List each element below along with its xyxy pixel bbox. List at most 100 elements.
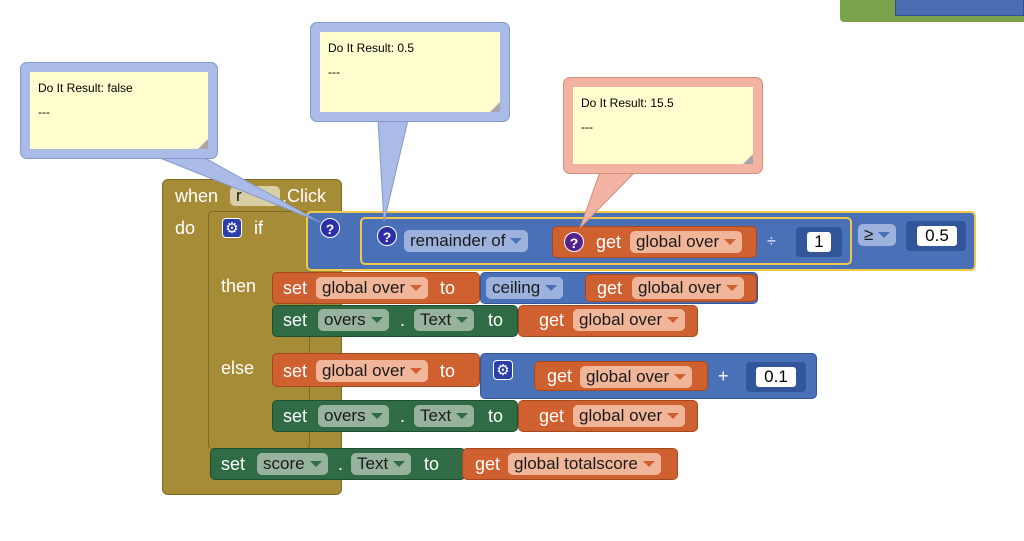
comment-title: Do It Result: 15.5 [581,96,674,110]
set-label: set [283,361,308,381]
chevron-down-icon [878,232,891,238]
property-name: Text [420,406,452,425]
property-dropdown[interactable]: Text [351,453,412,475]
remainder-warning-icon[interactable]: ? [377,226,397,246]
to-label: to [424,454,440,474]
event-component-name: r [236,186,242,205]
chevron-down-icon [370,413,383,419]
variable-dropdown[interactable]: global over [630,231,743,253]
to-label: to [440,278,456,298]
set-label: set [283,278,308,298]
chevron-down-icon [370,317,383,323]
comment-title: Do It Result: false [38,81,133,95]
variable-name: global over [579,406,663,425]
ceiling-text: ceiling [492,278,541,297]
compare-warning-icon[interactable]: ? [320,218,340,238]
if-mutator-gear-icon[interactable]: ⚙ [222,218,242,238]
set-label: set [221,454,246,474]
chevron-down-icon [410,285,423,291]
compare-operator-text: ≥ [864,225,874,244]
resize-handle-icon[interactable] [198,139,208,149]
set-component-property-block[interactable] [210,448,466,480]
component-dropdown[interactable]: overs [318,309,389,331]
property-dropdown[interactable]: Text [414,405,475,427]
resize-handle-icon[interactable] [743,154,753,164]
comment-body: Do It Result: 0.5 --- [320,32,500,112]
then-label: then [221,276,257,296]
chevron-down-icon [410,368,423,374]
variable-dropdown[interactable]: global over [573,405,686,427]
event-component-dropdown[interactable]: r [230,186,280,206]
get-label: get [547,366,573,386]
to-label: to [488,406,504,426]
variable-dropdown[interactable]: global over [573,309,686,331]
set-label: set [283,406,308,426]
comment-text: --- [38,105,50,119]
partial-block-blue[interactable] [895,0,1024,16]
to-label: to [488,310,504,330]
set-label: set [283,310,308,330]
divide-symbol: ÷ [767,233,776,250]
chevron-down-icon [393,461,406,467]
variable-name: global over [638,278,722,297]
set-component-property-block[interactable] [272,400,518,432]
dot-separator: . [338,454,344,474]
comment-half-result[interactable]: Do It Result: 0.5 --- [310,22,510,122]
chevron-down-icon [642,461,655,467]
set-component-property-block[interactable] [272,305,518,337]
variable-dropdown[interactable]: global totalscore [508,453,661,475]
chevron-down-icon [309,461,322,467]
get-label: get [475,454,501,474]
comment-false-result[interactable]: Do It Result: false --- [20,62,218,159]
chevron-down-icon [726,285,739,291]
chevron-down-icon [667,317,680,323]
compare-operator-dropdown[interactable]: ≥ [858,224,897,246]
variable-dropdown[interactable]: global over [632,277,745,299]
chevron-down-icon [510,238,523,244]
set-variable-dropdown[interactable]: global over [316,277,429,299]
addition-mutator-gear-icon[interactable]: ⚙ [493,360,513,380]
chevron-down-icon [545,285,558,291]
set-variable-name: global over [322,361,406,380]
get-label: get [597,278,623,298]
if-label: if [254,218,263,238]
divisor-number-field[interactable]: 1 [806,231,832,253]
ceiling-dropdown[interactable]: ceiling [486,277,564,299]
variable-dropdown[interactable]: global over [580,366,693,388]
variable-name: global over [586,367,670,386]
comment-title: Do It Result: 0.5 [328,41,415,55]
chevron-down-icon [724,239,737,245]
get-label: get [539,406,565,426]
component-name: overs [324,310,366,329]
variable-name: global over [636,232,720,251]
chevron-down-icon [456,317,469,323]
component-dropdown[interactable]: overs [318,405,389,427]
half-result-pointer [377,119,409,223]
property-dropdown[interactable]: Text [414,309,475,331]
get-label: get [539,310,565,330]
get-label: get [596,232,622,252]
comment-text: --- [328,65,340,79]
addend-number-field[interactable]: 0.1 [755,366,797,388]
remainder-operator-text: remainder of [410,231,506,250]
comment-fifteen-result[interactable]: Do It Result: 15.5 --- [563,77,763,174]
remainder-operator-dropdown[interactable]: remainder of [404,230,529,252]
variable-name: global over [579,310,663,329]
chevron-down-icon [667,413,680,419]
chevron-down-icon [456,413,469,419]
component-dropdown[interactable]: score [257,453,328,475]
else-label: else [221,358,255,378]
get-warning-icon[interactable]: ? [564,232,584,252]
event-name: .Click [282,186,326,206]
resize-handle-icon[interactable] [490,102,500,112]
comment-text: --- [581,120,593,134]
chevron-down-icon [674,374,687,380]
set-variable-dropdown[interactable]: global over [316,360,429,382]
dot-separator: . [400,406,406,426]
compare-value-field[interactable]: 0.5 [916,225,958,247]
dot-separator: . [400,310,406,330]
comment-body: Do It Result: false --- [30,72,208,149]
to-label: to [440,361,456,381]
set-variable-name: global over [322,278,406,297]
component-name: overs [324,406,366,425]
